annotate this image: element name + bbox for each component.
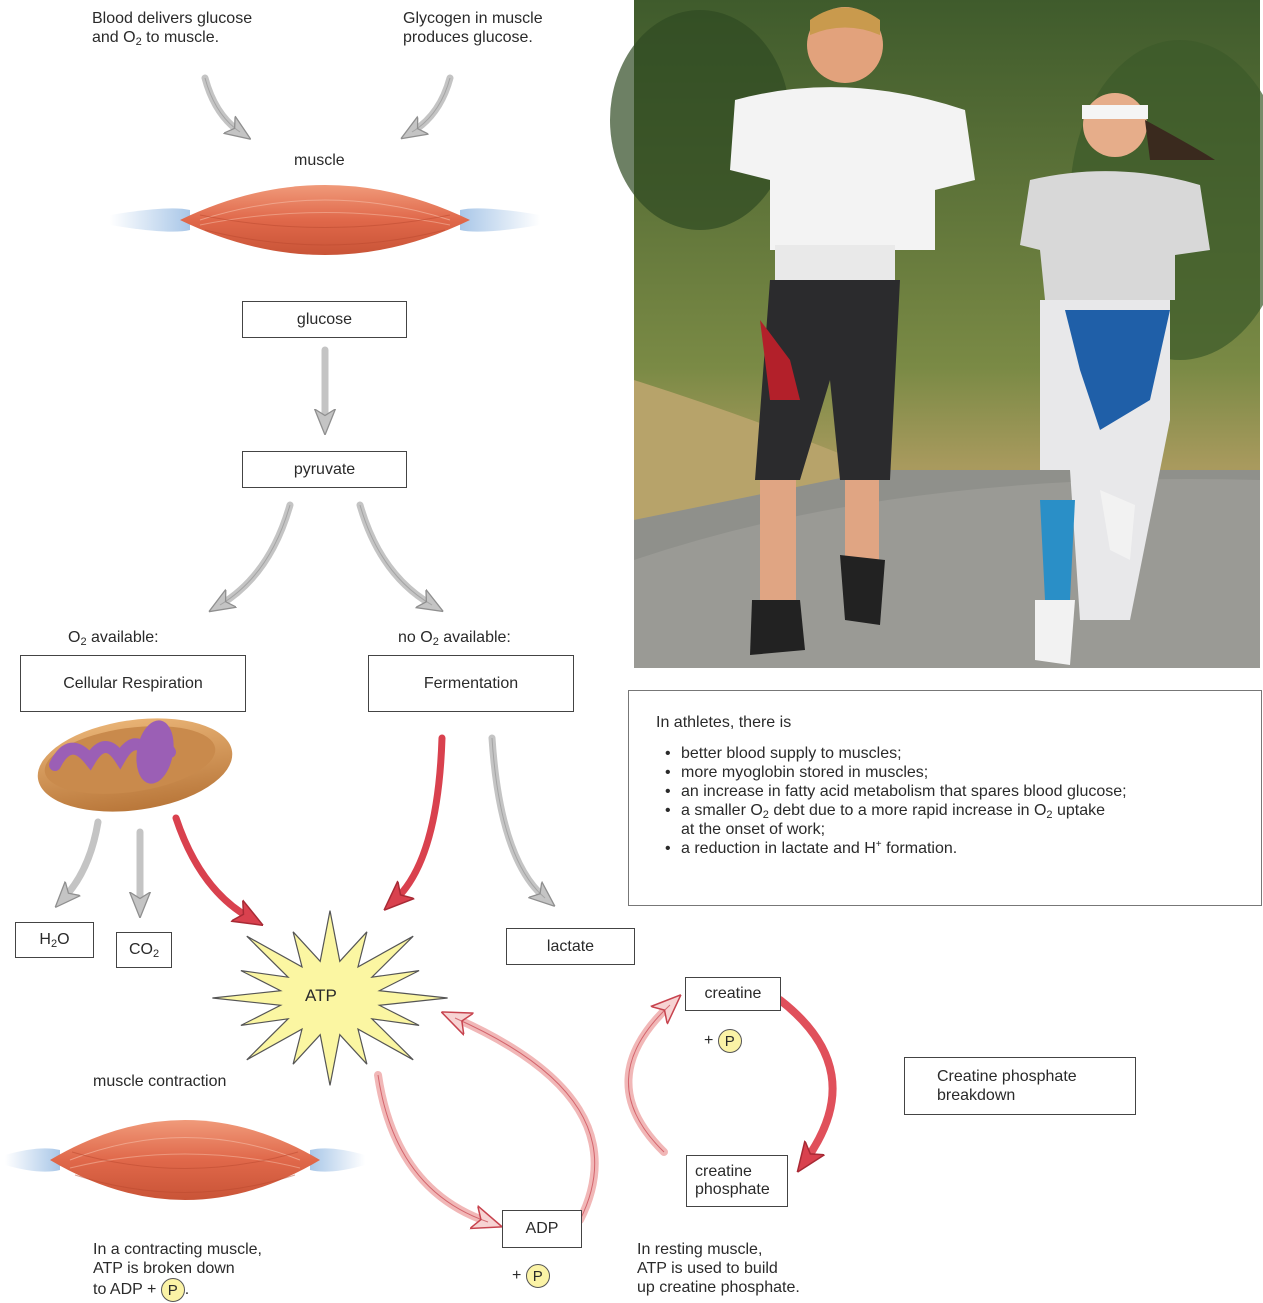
o2-available-pre: O xyxy=(68,629,80,646)
h2o-pre: H xyxy=(39,931,51,948)
no-o2-post: available: xyxy=(439,629,511,646)
creatine-label: creatine xyxy=(705,985,762,1003)
muscle-illustration-contraction xyxy=(5,1120,365,1200)
arrow-creatine-phosphate-breakdown xyxy=(780,1000,833,1160)
blood-line-2: and O2 to muscle. xyxy=(92,28,252,47)
contracting-line-3-pre: to ADP + xyxy=(93,1281,161,1298)
plus-sign: + xyxy=(704,1032,713,1049)
resting-line-3: up creatine phosphate. xyxy=(637,1278,800,1297)
cellular-respiration-label: Cellular Respiration xyxy=(63,675,203,693)
resting-line-1: In resting muscle, xyxy=(637,1240,800,1259)
glycogen-line-1: Glycogen in muscle xyxy=(403,9,543,28)
blood-line-2-post: to muscle. xyxy=(142,29,219,46)
phosphate-label: P xyxy=(168,1282,178,1299)
cellular-respiration-box: Cellular Respiration xyxy=(20,655,246,712)
athletes-item: more myoglobin stored in muscles; xyxy=(681,763,1261,782)
arrow-atp-to-adp xyxy=(378,1075,488,1222)
athletes-item: a reduction in lactate and H+ formation. xyxy=(681,839,1261,858)
contracting-line-3: to ADP + P. xyxy=(93,1278,262,1302)
adp-box: ADP xyxy=(502,1210,582,1248)
adp-plus-phosphate: + P xyxy=(512,1264,550,1288)
athletes-item-2-text: more myoglobin stored in muscles; xyxy=(681,764,928,781)
athletes-item-5-pre: a reduction in lactate and H xyxy=(681,840,876,857)
adp-label: ADP xyxy=(526,1220,559,1238)
co2-sub: 2 xyxy=(153,948,159,960)
o2-available-label: O2 available: xyxy=(68,628,159,647)
plus-sign: + xyxy=(512,1267,521,1284)
athletes-list: better blood supply to muscles; more myo… xyxy=(681,744,1261,858)
phosphate-circle-icon: P xyxy=(161,1278,185,1302)
lactate-box: lactate xyxy=(506,928,635,965)
h2o-label: H2O xyxy=(39,931,69,949)
pyruvate-label: pyruvate xyxy=(294,461,355,479)
o2-available-post: available: xyxy=(87,629,159,646)
resting-line-2: ATP is used to build xyxy=(637,1259,800,1278)
athletes-intro: In athletes, there is xyxy=(656,713,1261,732)
creatine-plus-phosphate: + P xyxy=(704,1029,742,1053)
contracting-line-3-post: . xyxy=(185,1281,189,1298)
atp-label: ATP xyxy=(305,986,337,1005)
arrow-fermentation-to-atp xyxy=(395,738,442,900)
resting-muscle-caption: In resting muscle, ATP is used to build … xyxy=(637,1240,800,1297)
phosphate-label: P xyxy=(725,1033,735,1050)
h2o-box: H2O xyxy=(15,922,94,958)
glycogen-text: Glycogen in muscle produces glucose. xyxy=(403,9,543,47)
arrow-fermentation-to-lactate xyxy=(492,738,545,898)
creatine-breakdown-line-2: breakdown xyxy=(937,1086,1015,1105)
creatine-phosphate-breakdown-box: Creatine phosphate breakdown xyxy=(904,1057,1136,1115)
athletes-item-4-a: a smaller O xyxy=(681,802,763,819)
muscle-illustration-top xyxy=(110,185,540,255)
glycogen-line-2: produces glucose. xyxy=(403,28,543,47)
contracting-line-1: In a contracting muscle, xyxy=(93,1240,262,1259)
joggers-photo xyxy=(610,0,1263,668)
athletes-info-box: In athletes, there is better blood suppl… xyxy=(628,690,1262,906)
arrow-to-h2o xyxy=(64,822,98,898)
contracting-muscle-caption: In a contracting muscle, ATP is broken d… xyxy=(93,1240,262,1302)
athletes-item-4-b: debt due to a more rapid increase in O xyxy=(769,802,1047,819)
athletes-item: a smaller O2 debt due to a more rapid in… xyxy=(681,801,1261,839)
athletes-item-1-text: better blood supply to muscles; xyxy=(681,745,902,762)
glucose-label: glucose xyxy=(297,311,352,329)
arrow-pyruvate-to-respiration xyxy=(220,505,290,605)
fermentation-label: Fermentation xyxy=(424,675,518,693)
phosphate-circle-icon: P xyxy=(718,1029,742,1053)
creatine-phosphate-box: creatine phosphate xyxy=(686,1155,788,1207)
phosphate-circle-icon: P xyxy=(526,1264,550,1288)
arrow-respiration-to-atp xyxy=(176,818,250,918)
lactate-label: lactate xyxy=(547,938,594,956)
co2-box: CO2 xyxy=(116,932,172,968)
h2o-post: O xyxy=(57,931,69,948)
creatine-phosphate-line-1: creatine xyxy=(695,1163,752,1181)
creatine-phosphate-line-2: phosphate xyxy=(695,1181,770,1199)
creatine-breakdown-line-1: Creatine phosphate xyxy=(937,1067,1077,1086)
athletes-item: an increase in fatty acid metabolism tha… xyxy=(681,782,1261,801)
blood-line-1: Blood delivers glucose xyxy=(92,9,252,28)
co2-label: CO2 xyxy=(129,941,159,959)
fermentation-box: Fermentation xyxy=(368,655,574,712)
athletes-item-3-text: an increase in fatty acid metabolism tha… xyxy=(681,783,1127,800)
arrow-blood-to-muscle xyxy=(205,78,240,132)
athletes-item: better blood supply to muscles; xyxy=(681,744,1261,763)
creatine-box: creatine xyxy=(685,977,781,1011)
athletes-item-5-post: formation. xyxy=(882,840,958,857)
arrow-glycogen-to-muscle xyxy=(412,78,450,132)
mitochondrion-illustration xyxy=(32,707,239,823)
co2-pre: CO xyxy=(129,941,153,958)
pyruvate-box: pyruvate xyxy=(242,451,407,488)
no-o2-pre: no O xyxy=(398,629,433,646)
glucose-box: glucose xyxy=(242,301,407,338)
phosphate-label: P xyxy=(533,1268,543,1285)
contracting-line-2: ATP is broken down xyxy=(93,1259,262,1278)
no-o2-available-label: no O2 available: xyxy=(398,628,511,647)
athletes-item-4-c: uptake xyxy=(1053,802,1105,819)
blood-delivers-text: Blood delivers glucose and O2 to muscle. xyxy=(92,9,252,47)
muscle-label: muscle xyxy=(294,151,345,170)
muscle-contraction-label: muscle contraction xyxy=(93,1072,226,1091)
blood-line-2-pre: and O xyxy=(92,29,136,46)
athletes-item-4-line2: at the onset of work; xyxy=(681,821,825,838)
arrow-adp-to-atp xyxy=(455,1018,595,1220)
arrow-pyruvate-to-fermentation xyxy=(360,505,432,605)
